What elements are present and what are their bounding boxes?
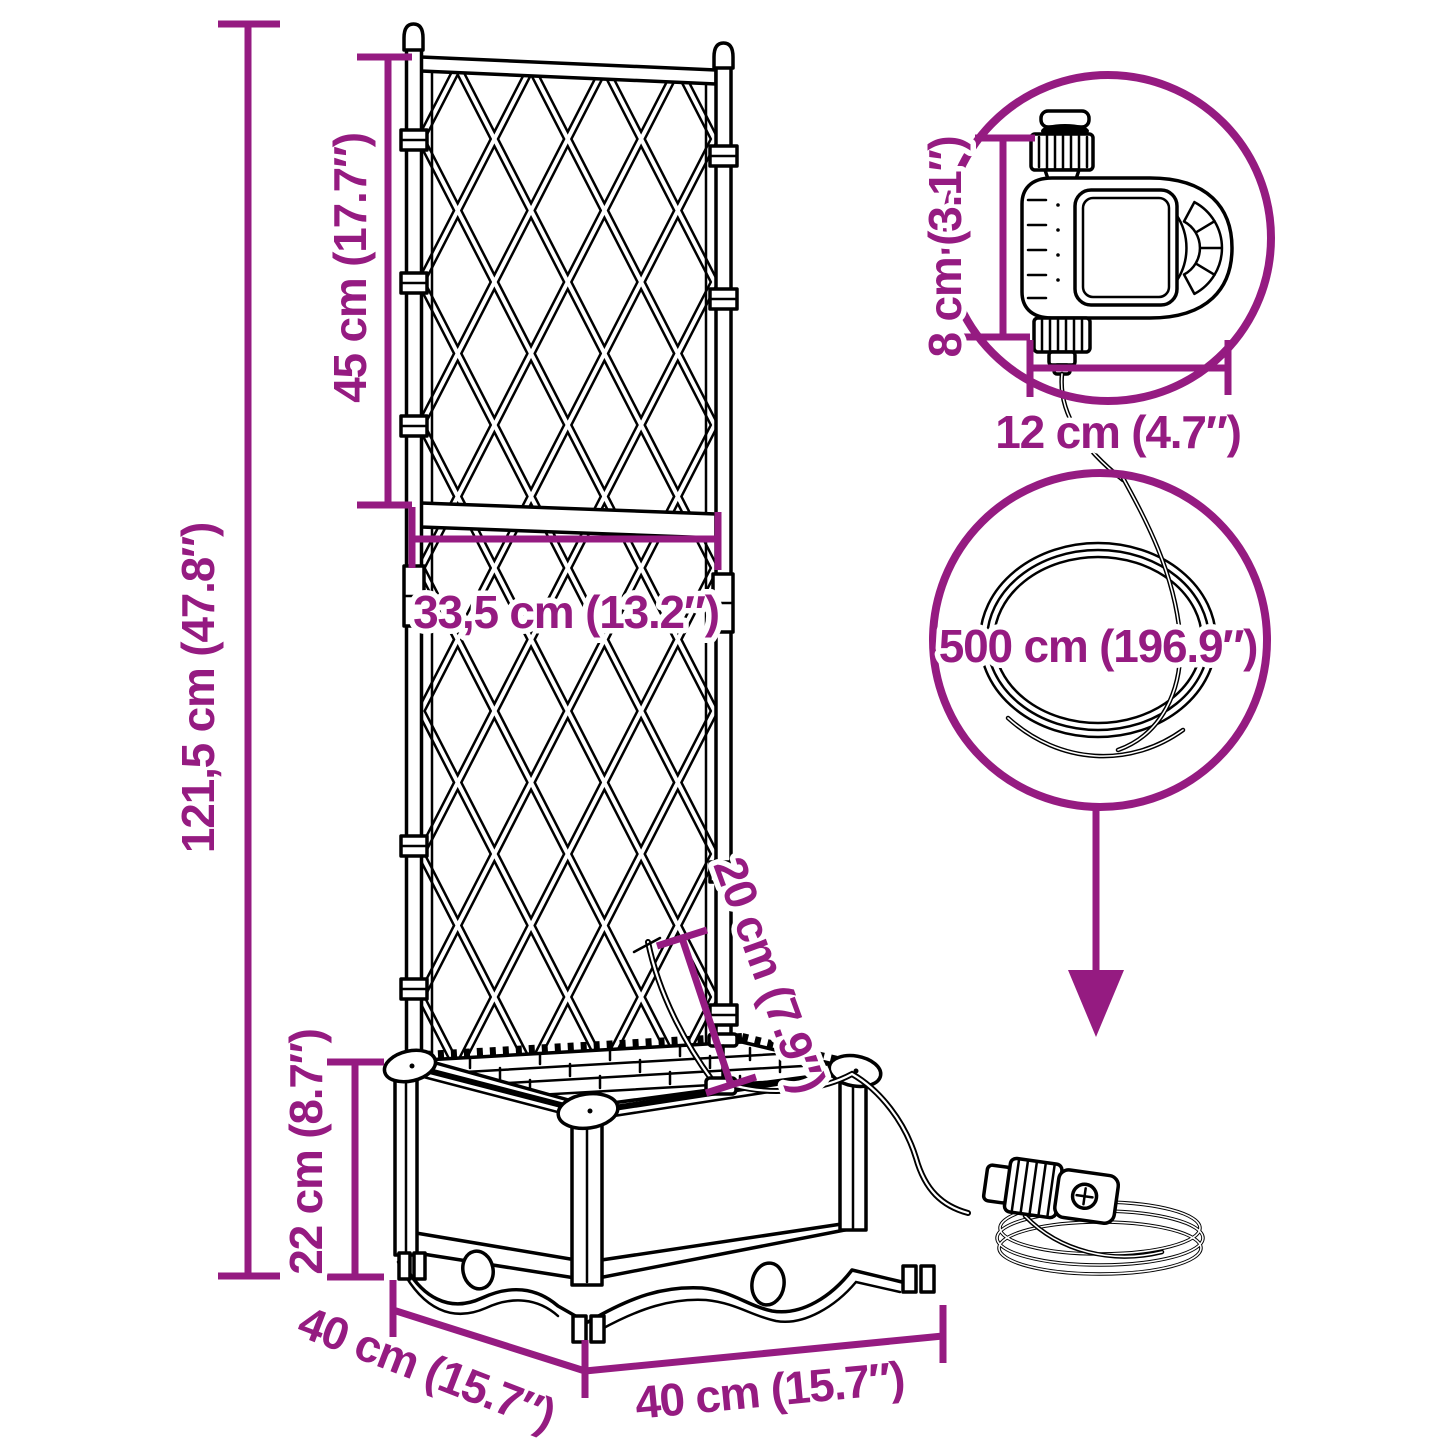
- hose-length-detail-circle: [929, 469, 1271, 1037]
- raised-planter-box: [382, 1033, 936, 1344]
- hose-tap-connector: [981, 1156, 1121, 1225]
- down-arrow-icon: [1068, 808, 1124, 1037]
- dimension-timer-height-line: [955, 134, 1035, 341]
- dimension-dripper-depth-line: [655, 926, 758, 1097]
- dimension-total-height-line: [218, 20, 280, 1280]
- planter-skirt: [396, 1249, 904, 1332]
- timer-detail-circle: [941, 71, 1275, 483]
- dimension-label-timer-height: 8 cm (3.1″): [919, 136, 971, 357]
- dimension-planter-height-line: [327, 1058, 384, 1281]
- right-post-finial: [712, 41, 735, 70]
- dimension-trellis-upper-height-line: [357, 53, 412, 509]
- dimension-planter-width-line: [584, 1305, 947, 1375]
- drip-watering-parts: [632, 936, 1205, 1276]
- timer-screen: [1073, 188, 1179, 307]
- trellis-lattice: [419, 55, 718, 1075]
- dimension-trellis-width-line: [408, 507, 722, 570]
- coiled-supply-hose: [978, 475, 1218, 759]
- dimension-label-timer-width: 12 cm (4.7″): [995, 406, 1240, 458]
- dimension-label-trellis-upper-height: 45 cm (17.7″): [324, 133, 376, 403]
- dimension-label-total-height: 121,5 cm (47.8″): [172, 523, 224, 853]
- water-timer: [1020, 109, 1234, 483]
- dimension-label-trellis-width: 33,5 cm (13.2″): [413, 586, 719, 638]
- planter-feet: [397, 1251, 936, 1344]
- dimension-timer-width-line: [1026, 340, 1232, 397]
- dimension-label-hose-length: 500 cm (196.9″): [939, 620, 1258, 672]
- post-clamps: [399, 128, 739, 1027]
- dimension-lines: [218, 20, 1232, 1398]
- left-post-finial: [402, 22, 425, 52]
- dimension-label-planter-height: 22 cm (8.7″): [280, 1029, 332, 1274]
